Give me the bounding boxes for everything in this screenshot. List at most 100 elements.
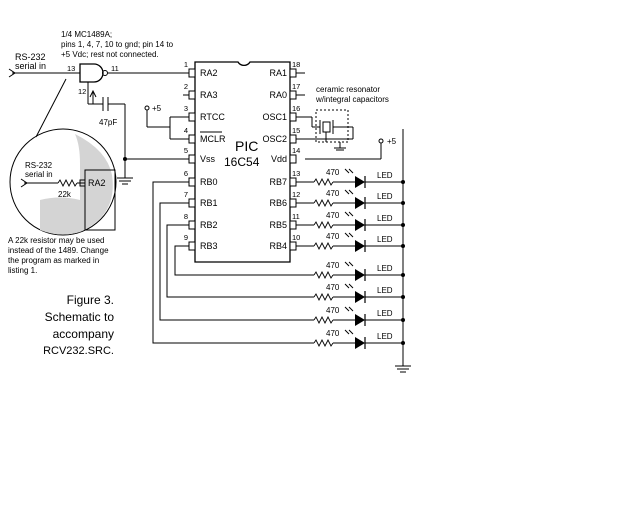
crystal-icon (322, 121, 331, 133)
gate-body (79, 63, 104, 83)
light-ray-icon (344, 329, 350, 335)
resistor-icon (313, 292, 334, 302)
resonator-label-line: ceramic resonator (316, 85, 380, 94)
pin-label: RA1 (269, 68, 287, 78)
gate-bubble (102, 70, 108, 76)
pin-number: 6 (184, 169, 188, 178)
pin-label: RB0 (200, 177, 218, 187)
gate-pin-in: 13 (67, 64, 75, 73)
led-icon (355, 240, 365, 252)
ground-icon (117, 177, 133, 185)
note-line: listing 1. (8, 266, 37, 275)
pin-label: RB4 (269, 241, 287, 251)
caption-line: accompany (53, 327, 114, 341)
inset-leader-line (35, 78, 67, 138)
led-icon (355, 314, 365, 326)
light-ray-icon (344, 283, 350, 289)
note-line: instead of the 1489. Change (8, 246, 109, 255)
note-line: the program as marked in (8, 256, 99, 265)
pin-number: 11 (292, 212, 300, 221)
chip-pin (188, 112, 196, 122)
chip-pin (188, 68, 196, 78)
ceramic-resonator: ceramic resonator w/integral capacitors (305, 85, 389, 151)
pin-label: RB5 (269, 220, 287, 230)
pin-number: 13 (292, 169, 300, 178)
pin-number: 3 (184, 104, 188, 113)
light-ray-icon (344, 168, 350, 174)
resistor-label: 470 (326, 189, 340, 198)
pin-number: 17 (292, 82, 300, 91)
chip-body (194, 61, 291, 263)
pin-number: 5 (184, 146, 188, 155)
led-label: LED (377, 286, 393, 295)
pin-label: RB2 (200, 220, 218, 230)
chip-pin (188, 198, 196, 208)
pin-label: RB3 (200, 241, 218, 251)
light-ray-icon (348, 306, 354, 312)
pin-label: RA0 (269, 90, 287, 100)
light-ray-icon (348, 211, 354, 217)
led-label: LED (377, 309, 393, 318)
chip-pin (188, 177, 196, 187)
pin-number: 14 (292, 146, 300, 155)
right-pin-group: 18RA117RA016OSC115OSC214Vdd13RB712RB611R… (262, 60, 305, 251)
ground-icon (395, 365, 411, 373)
pin-number: 9 (184, 233, 188, 242)
supply-label: +5 (152, 104, 162, 113)
chip-pin (289, 220, 297, 230)
capacitor-47pf: 47pF (99, 97, 133, 185)
inset-circle (9, 128, 117, 236)
light-ray-icon (348, 261, 354, 267)
ground-icon (334, 147, 346, 151)
resistor-label: 470 (326, 329, 340, 338)
inset-label-line: serial in (25, 170, 53, 179)
chip-pin (289, 68, 297, 78)
resonator-box (315, 109, 349, 143)
chip-pin (289, 134, 297, 144)
pin-label: RA2 (200, 68, 218, 78)
light-ray-icon (348, 329, 354, 335)
rs232-input: RS-232 serial in (8, 52, 80, 78)
resistor-icon (57, 178, 78, 188)
chip-pin (289, 241, 297, 251)
chip-model: 16C54 (224, 155, 260, 169)
pin-label: MCLR (200, 134, 226, 144)
gate-pin-out: 11 (111, 64, 119, 73)
inset-pin (79, 179, 86, 187)
pin-number: 1 (184, 60, 188, 69)
pin-label: RB1 (200, 198, 218, 208)
led-row: 470 LED (313, 189, 405, 209)
pin-wire (174, 245, 314, 276)
chip-pin (289, 177, 297, 187)
light-ray-icon (348, 283, 354, 289)
gate-note: 1/4 MC1489A; pins 1, 4, 7, 10 to gnd; pi… (61, 30, 174, 59)
supply-terminal-icon (144, 105, 150, 111)
note-line: A 22k resistor may be used (8, 236, 105, 245)
pin-number: 2 (184, 82, 188, 91)
led-icon (355, 269, 365, 281)
gate-note-line: +5 Vdc; rest not connected. (61, 50, 159, 59)
led-label: LED (377, 192, 393, 201)
gate-note-line: pins 1, 4, 7, 10 to gnd; pin 14 to (61, 40, 174, 49)
pin-label: OSC2 (262, 134, 287, 144)
caption-file: RCV232.SRC. (43, 345, 114, 357)
inset-chip (84, 169, 116, 231)
chip-pin (188, 134, 196, 144)
light-ray-icon (344, 306, 350, 312)
pin-number: 12 (292, 190, 300, 199)
resistor-label: 470 (326, 283, 340, 292)
chip-pin (188, 241, 196, 251)
chip-pin (289, 112, 297, 122)
chip-pin (188, 220, 196, 230)
led-label: LED (377, 214, 393, 223)
led-icon (355, 197, 365, 209)
resonator-label-line: w/integral capacitors (315, 95, 389, 104)
pin-number: 7 (184, 190, 188, 199)
led-icon (355, 337, 365, 349)
